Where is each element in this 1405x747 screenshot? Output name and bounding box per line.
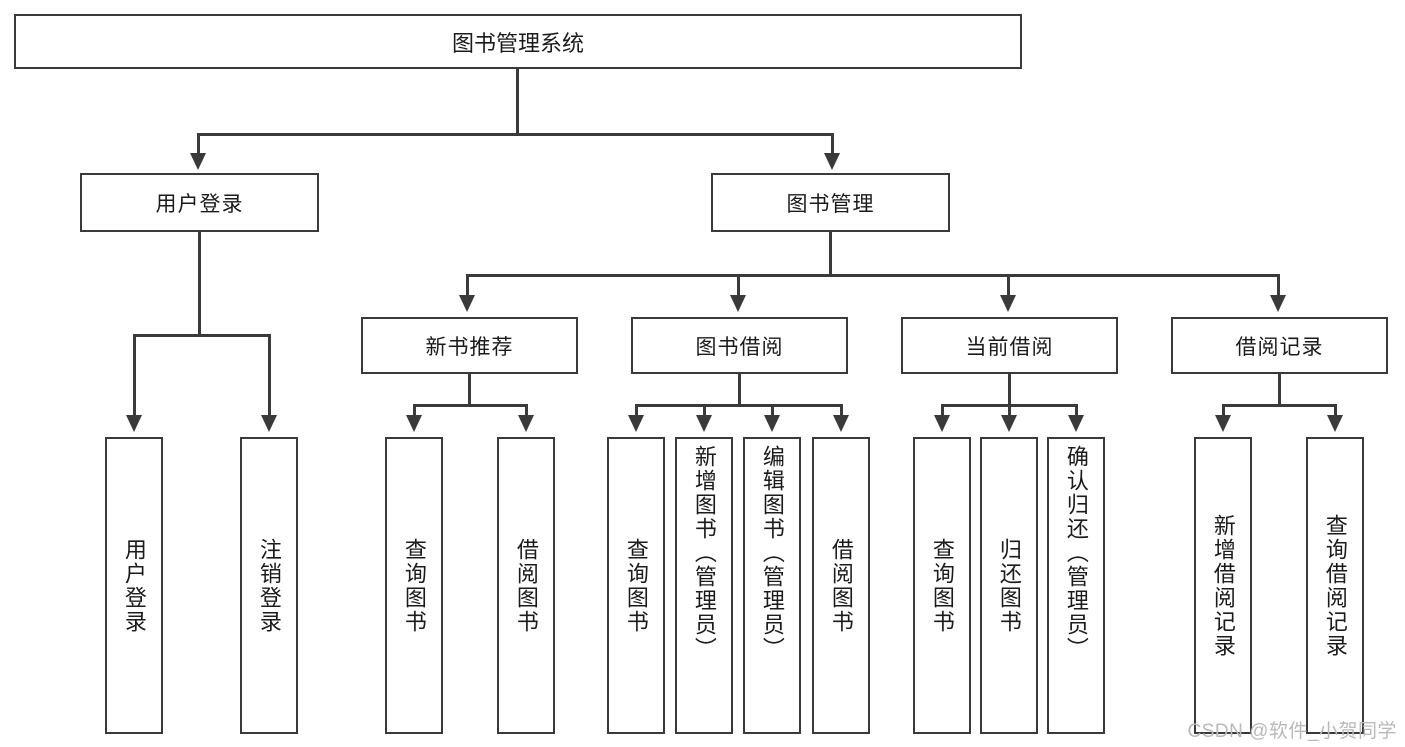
arrowhead-leaf-borrow-record-2: [1327, 415, 1343, 432]
node-current-borrow[interactable]: 当前借阅: [901, 317, 1118, 374]
node-label: 借阅图书: [513, 537, 539, 634]
connector-book-borrow-drop-4: [840, 404, 843, 418]
leaf-query-book-borrow[interactable]: 查询图书: [607, 437, 665, 734]
node-root-system[interactable]: 图书管理系统: [14, 14, 1022, 69]
arrowhead-level2-new-book: [459, 295, 475, 312]
arrowhead-leaf-book-borrow-2: [696, 415, 712, 432]
leaf-return-book[interactable]: 归还图书: [980, 437, 1038, 734]
leaf-query-book-new[interactable]: 查询图书: [385, 437, 443, 734]
leaf-add-book-admin[interactable]: 新增图书（管理员）: [675, 437, 733, 734]
connector-new-book-stem: [468, 374, 471, 406]
node-book-borrow[interactable]: 图书借阅: [631, 317, 848, 374]
node-new-book-recommend[interactable]: 新书推荐: [361, 317, 578, 374]
leaf-borrow-book[interactable]: 借阅图书: [812, 437, 870, 734]
leaf-borrow-book-new[interactable]: 借阅图书: [497, 437, 555, 734]
connector-new-book-drop-1: [413, 404, 416, 418]
connector-new-book-bus: [413, 404, 528, 407]
arrowhead-leaf-current-borrow-1: [934, 415, 950, 432]
connector-book-borrow-stem: [738, 374, 741, 406]
node-label: 新书推荐: [425, 335, 514, 359]
connector-level2-drop-4: [1277, 274, 1280, 298]
arrowhead-level2-book-borrow: [730, 295, 746, 312]
connector-current-borrow-stem: [1008, 374, 1011, 406]
node-label: 用户登录: [121, 537, 147, 634]
node-label: 编辑图书（管理员）: [759, 445, 785, 661]
connector-new-book-drop-2: [525, 404, 528, 418]
arrowhead-leaf-user-login-2: [261, 415, 277, 432]
node-label: 借阅图书: [828, 537, 854, 634]
connector-user-login-drop-1: [133, 334, 136, 418]
node-label: 当前借阅: [965, 335, 1054, 359]
connector-root-bus: [197, 133, 834, 136]
connector-level2-drop-2: [737, 274, 740, 298]
connector-current-borrow-drop-1: [941, 404, 944, 418]
connector-book-borrow-drop-3: [771, 404, 774, 418]
arrowhead-leaf-current-borrow-2: [1001, 415, 1017, 432]
leaf-edit-book-admin[interactable]: 编辑图书（管理员）: [743, 437, 801, 734]
arrowhead-leaf-book-borrow-4: [833, 415, 849, 432]
node-label: 注销登录: [256, 537, 282, 634]
arrowhead-leaf-current-borrow-3: [1068, 415, 1084, 432]
arrowhead-leaf-book-borrow-3: [764, 415, 780, 432]
connector-borrow-record-drop-1: [1222, 404, 1225, 418]
node-label: 新增借阅记录: [1210, 513, 1236, 658]
connector-root-stem: [516, 69, 519, 135]
leaf-add-borrow-record[interactable]: 新增借阅记录: [1194, 437, 1252, 734]
leaf-query-borrow-record[interactable]: 查询借阅记录: [1306, 437, 1364, 734]
connector-borrow-record-drop-2: [1334, 404, 1337, 418]
connector-level2-bus: [466, 274, 1279, 277]
connector-current-borrow-drop-3: [1075, 404, 1078, 418]
node-label: 图书管理系统: [451, 30, 584, 56]
watermark: CSDN @软件_小贺同学: [1187, 721, 1397, 742]
connector-user-login-bus: [133, 334, 270, 337]
connector-root-to-user-login: [197, 133, 200, 155]
connector-level2-drop-1: [466, 274, 469, 298]
node-label: 查询借阅记录: [1322, 513, 1348, 658]
node-label: 归还图书: [996, 537, 1022, 634]
connector-user-login-drop-2: [268, 334, 271, 418]
node-label: 新增图书（管理员）: [691, 445, 717, 661]
connector-user-login-stem: [198, 232, 201, 336]
connector-book-mgmt-stem: [829, 232, 832, 276]
connector-root-to-book-mgmt: [831, 133, 834, 155]
arrowhead-leaf-new-book-2: [518, 415, 534, 432]
connector-current-borrow-drop-2: [1008, 404, 1011, 418]
connector-borrow-record-stem: [1278, 374, 1281, 406]
arrowhead-level2-borrow-record: [1270, 295, 1286, 312]
node-label: 确认归还（管理员）: [1063, 445, 1089, 661]
arrowhead-user-login: [190, 153, 206, 170]
leaf-query-book-current[interactable]: 查询图书: [913, 437, 971, 734]
connector-book-borrow-drop-2: [703, 404, 706, 418]
arrowhead-book-mgmt: [824, 153, 840, 170]
arrowhead-level2-current-borrow: [1000, 295, 1016, 312]
connector-borrow-record-bus: [1222, 404, 1337, 407]
connector-book-borrow-bus: [635, 404, 843, 407]
connector-level2-drop-3: [1007, 274, 1010, 298]
node-user-login[interactable]: 用户登录: [80, 173, 319, 232]
node-label: 图书借阅: [695, 335, 784, 359]
node-label: 查询图书: [929, 537, 955, 634]
arrowhead-leaf-new-book-1: [406, 415, 422, 432]
leaf-confirm-return-admin[interactable]: 确认归还（管理员）: [1047, 437, 1105, 734]
node-label: 借阅记录: [1235, 335, 1324, 359]
arrowhead-leaf-borrow-record-1: [1215, 415, 1231, 432]
node-label: 查询图书: [401, 537, 427, 634]
node-label: 图书管理: [786, 192, 875, 216]
node-label: 用户登录: [155, 192, 244, 216]
node-book-management[interactable]: 图书管理: [711, 173, 950, 232]
leaf-user-login[interactable]: 用户登录: [105, 437, 163, 734]
arrowhead-leaf-book-borrow-1: [628, 415, 644, 432]
arrowhead-leaf-user-login-1: [126, 415, 142, 432]
node-borrow-record[interactable]: 借阅记录: [1171, 317, 1388, 374]
node-label: 查询图书: [623, 537, 649, 634]
leaf-logout[interactable]: 注销登录: [240, 437, 298, 734]
connector-book-borrow-drop-1: [635, 404, 638, 418]
